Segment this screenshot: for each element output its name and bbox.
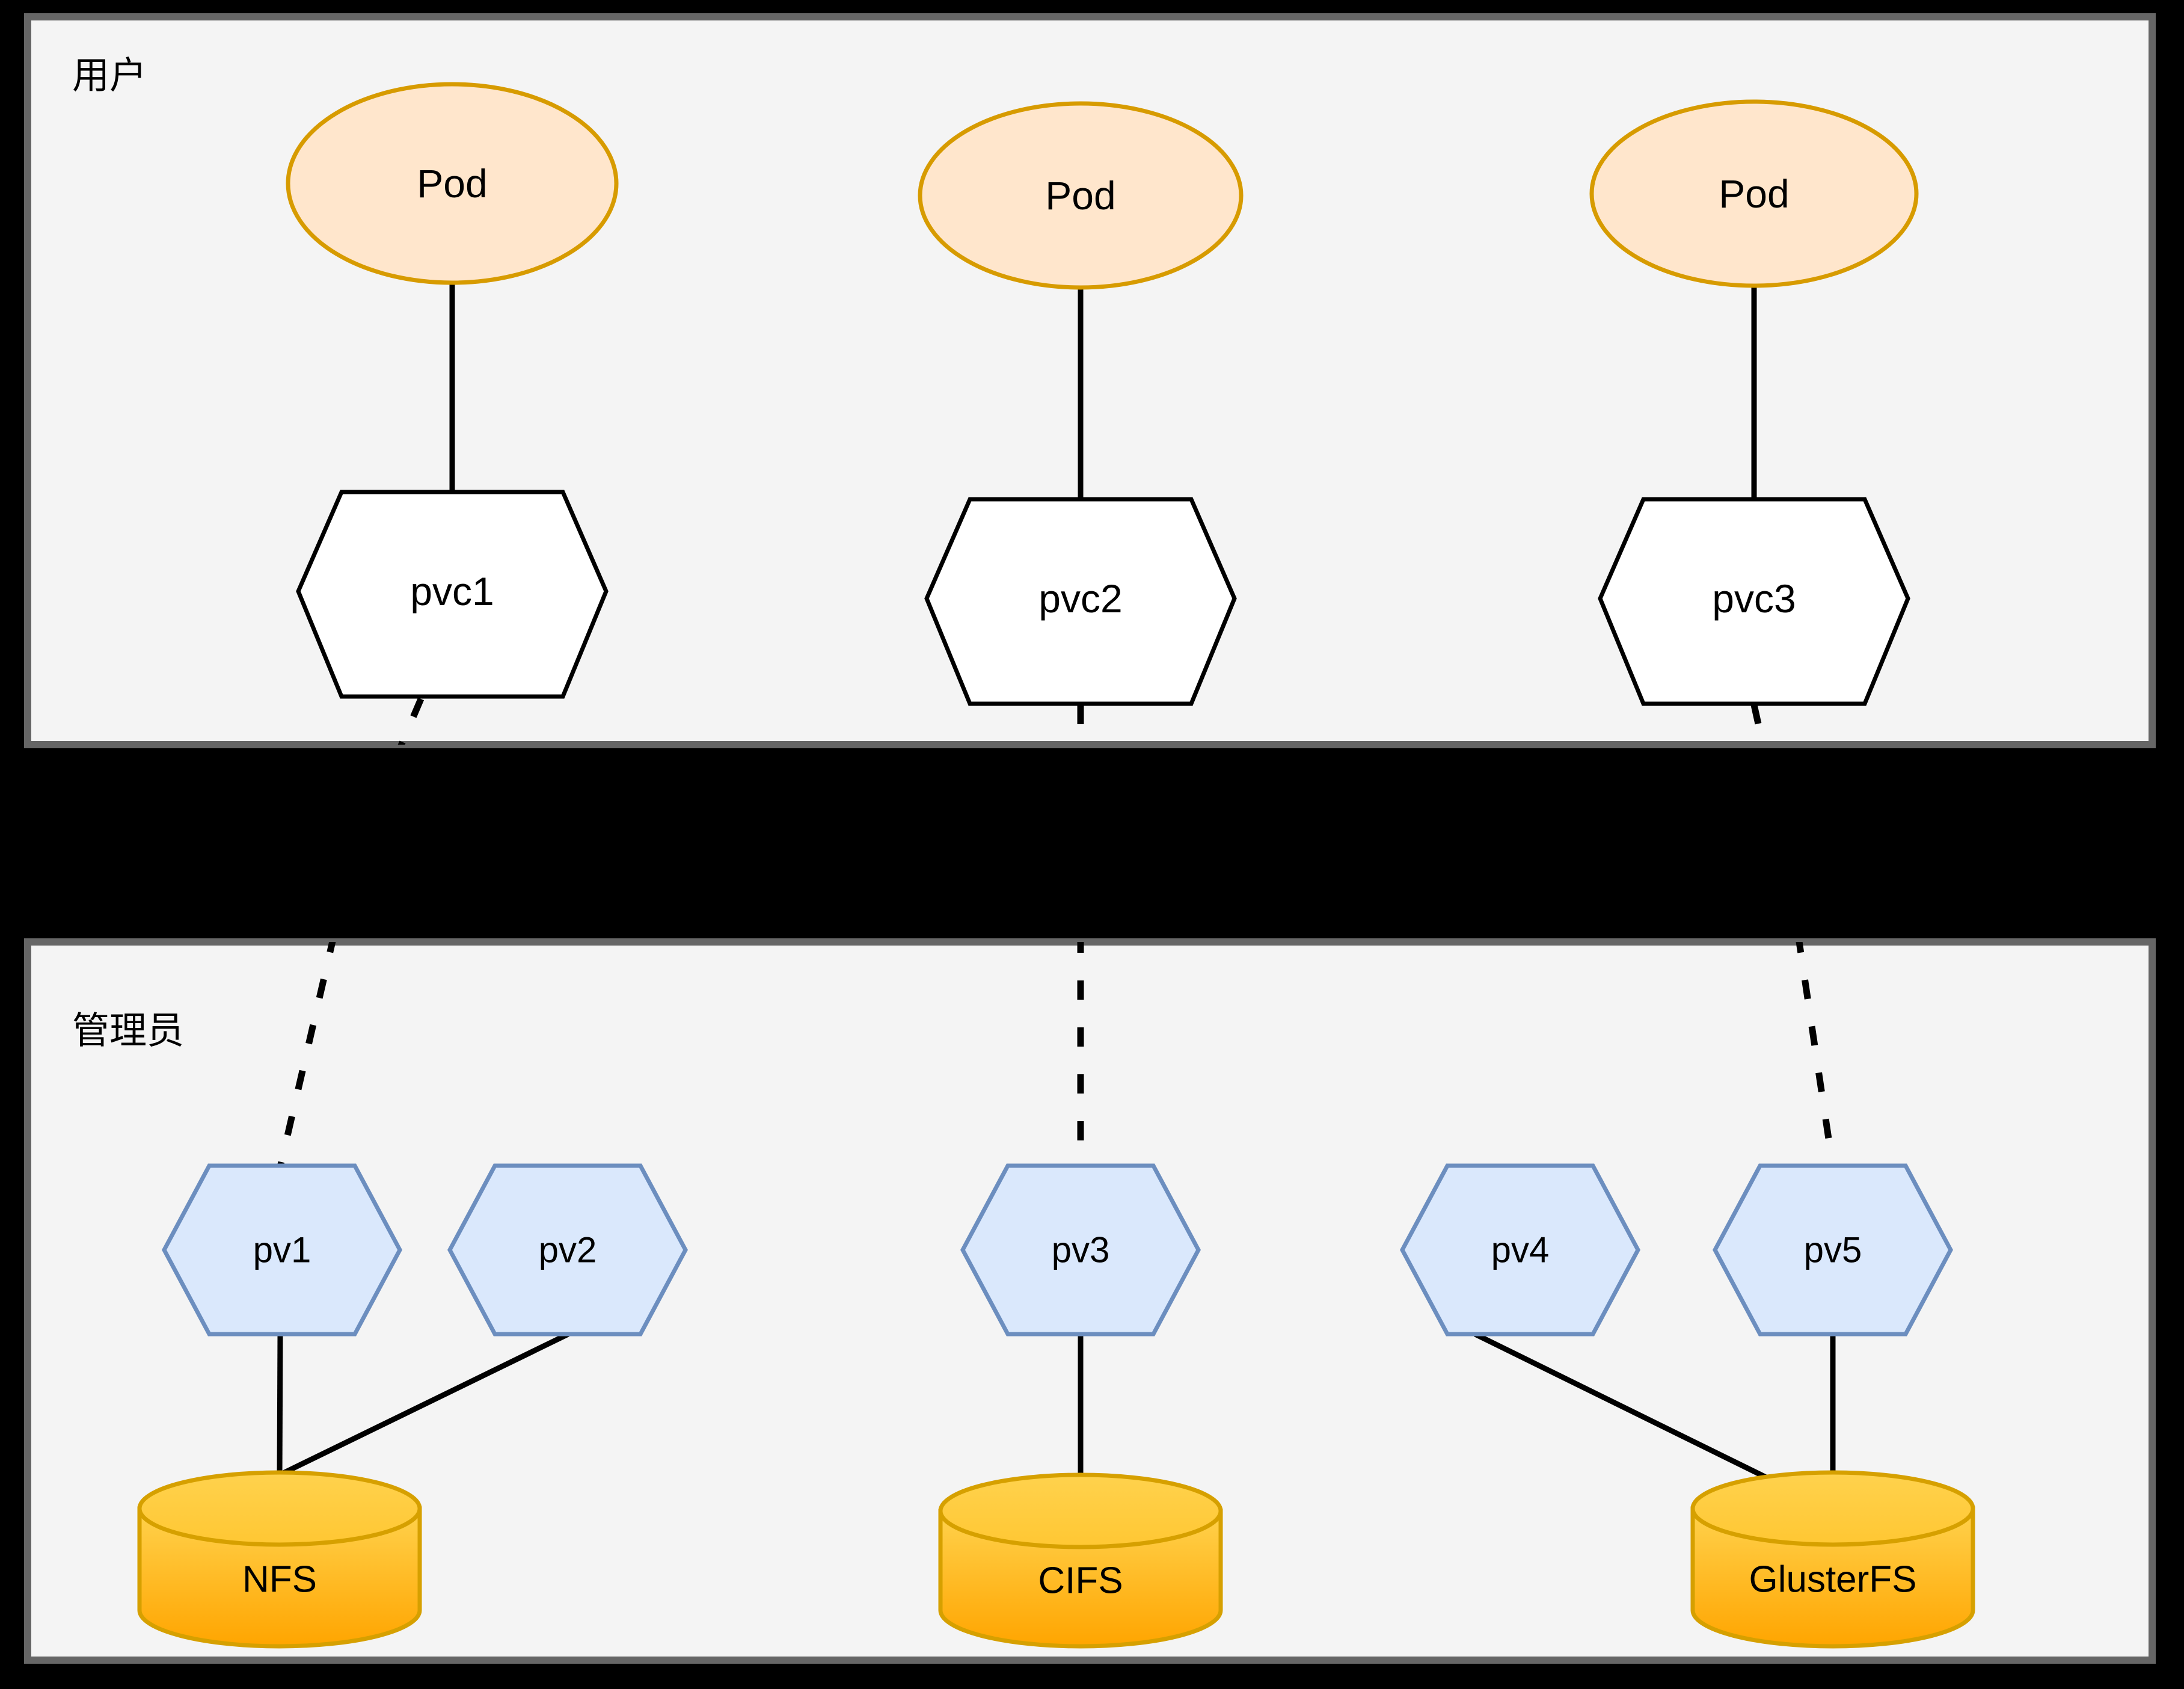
- glusterfs-cylinder-top: [1690, 1470, 1975, 1547]
- pv-3[interactable]: [960, 1163, 1201, 1337]
- edge-pvc3-pv5-lower: [1796, 942, 1836, 1168]
- pod-2-label: Pod: [1045, 173, 1115, 218]
- nfs-label: NFS: [242, 1559, 317, 1601]
- edge-pv2-nfs: [278, 1331, 569, 1478]
- cifs-label: CIFS: [1038, 1560, 1123, 1602]
- glusterfs-label: GlusterFS: [1749, 1559, 1916, 1601]
- pv-2[interactable]: [447, 1163, 688, 1337]
- storage-glusterfs[interactable]: GlusterFS: [1690, 1470, 1975, 1649]
- pv-4-label: pv4: [1491, 1230, 1550, 1270]
- cifs-cylinder-body: [938, 1509, 1223, 1649]
- nfs-cylinder-body: [137, 1506, 422, 1649]
- storage-cifs[interactable]: CIFS: [938, 1472, 1223, 1649]
- pvc-3-label: pvc3: [1712, 576, 1796, 621]
- admin-panel-label: 管理员: [72, 1010, 184, 1051]
- pv-4[interactable]: [1400, 1163, 1640, 1337]
- edge-pvc1-pv1-lower: [277, 942, 336, 1168]
- user-panel-label: 用户: [72, 55, 147, 96]
- cifs-cylinder-top: [938, 1472, 1223, 1549]
- pvc-1[interactable]: [296, 490, 609, 699]
- pv-1[interactable]: [162, 1163, 402, 1337]
- pv-5-label: pv5: [1804, 1230, 1862, 1270]
- glusterfs-cylinder-body: [1690, 1506, 1975, 1649]
- pod-3[interactable]: [1589, 99, 1919, 288]
- nfs-cylinder-top: [137, 1470, 422, 1547]
- pv-1-label: pv1: [253, 1230, 311, 1270]
- storage-nfs[interactable]: NFS: [137, 1470, 422, 1649]
- pv-3-label: pv3: [1052, 1230, 1110, 1270]
- pod-1[interactable]: [286, 82, 619, 285]
- pvc-3[interactable]: [1598, 497, 1910, 706]
- pvc-1-label: pvc1: [410, 569, 494, 614]
- pv-2-label: pv2: [539, 1230, 597, 1270]
- pvc-2-label: pvc2: [1038, 576, 1122, 621]
- pv-5[interactable]: [1713, 1163, 1953, 1337]
- pod-1-label: Pod: [417, 161, 487, 206]
- edge-pv4-glusterfs: [1474, 1331, 1772, 1483]
- pvc-2[interactable]: [924, 497, 1237, 706]
- pod-3-label: Pod: [1719, 171, 1789, 216]
- pod-2[interactable]: [918, 101, 1244, 290]
